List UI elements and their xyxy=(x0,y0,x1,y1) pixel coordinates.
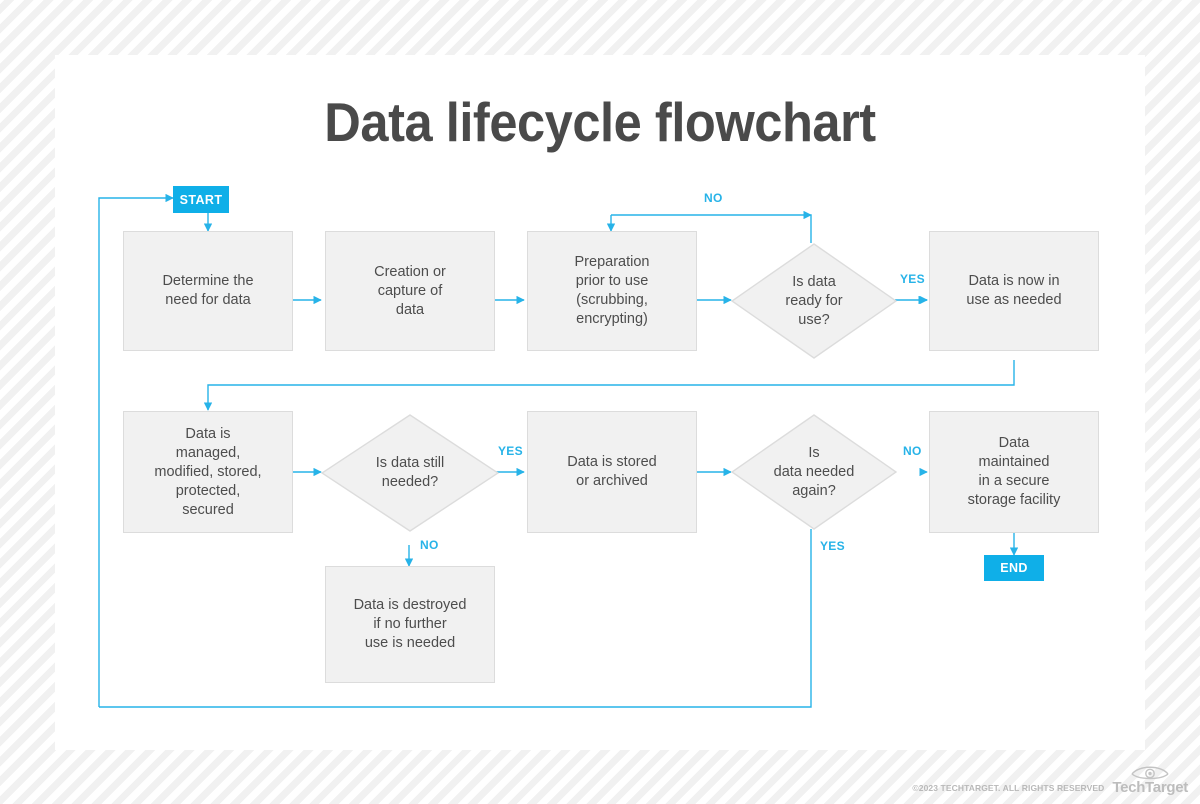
flowchart-canvas: Data lifecycle flowchart xyxy=(55,55,1145,750)
page-title: Data lifecycle flowchart xyxy=(324,91,876,153)
edge-label-needed-again-yes: YES xyxy=(820,539,845,553)
edge-label-still-needed-yes: YES xyxy=(498,444,523,458)
techtarget-wordmark: TechTarget xyxy=(1112,779,1188,796)
edge-label-still-needed-no: NO xyxy=(420,538,439,552)
diamond-shape xyxy=(731,414,897,530)
diamond-shape xyxy=(321,414,499,532)
edge-label-needed-again-no: NO xyxy=(903,444,922,458)
content-card xyxy=(55,55,1145,750)
footer: ©2023 TECHTARGET. ALL RIGHTS RESERVED Te… xyxy=(912,764,1188,796)
edge-label-ready-no: NO xyxy=(704,191,723,205)
eye-icon xyxy=(1131,766,1169,780)
techtarget-logo: TechTarget xyxy=(1112,764,1188,796)
end-terminator[interactable]: END xyxy=(984,555,1044,581)
edge-label-ready-yes: YES xyxy=(900,272,925,286)
diamond-shape xyxy=(731,243,897,359)
flow-connectors xyxy=(98,193,1019,708)
copyright-text: ©2023 TECHTARGET. ALL RIGHTS RESERVED xyxy=(912,783,1105,793)
start-terminator[interactable]: START xyxy=(173,186,229,213)
